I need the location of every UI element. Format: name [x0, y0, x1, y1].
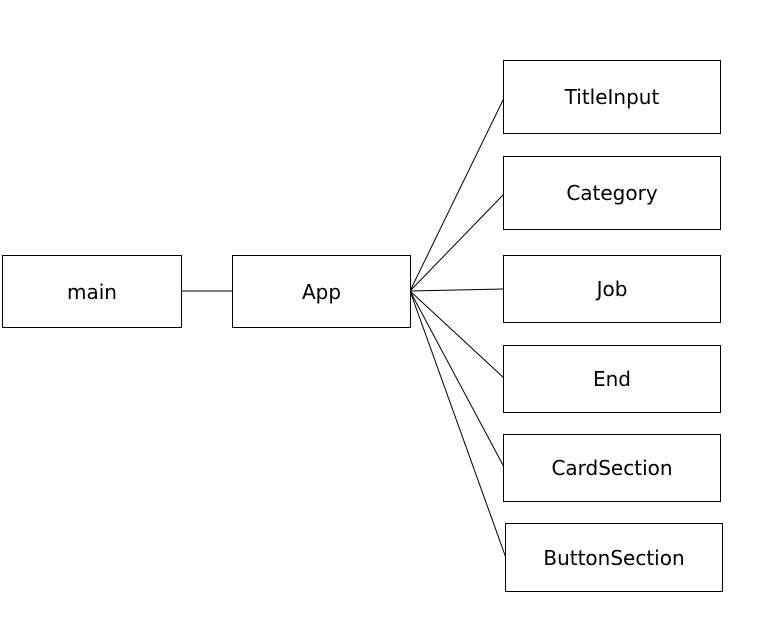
node-cardsection: CardSection: [503, 434, 721, 502]
node-cardsection-label: CardSection: [551, 456, 673, 480]
edge-app-cardsection: [409, 290, 505, 468]
edge-app-job: [409, 288, 505, 292]
node-category-label: Category: [566, 181, 658, 205]
node-job: Job: [503, 255, 721, 323]
node-job-label: Job: [596, 277, 628, 301]
node-buttonsection-label: ButtonSection: [543, 545, 685, 570]
node-app-label: App: [301, 279, 342, 304]
edge-app-category: [409, 193, 505, 292]
node-buttonsection: ButtonSection: [505, 523, 723, 592]
node-titleinput-label: TitleInput: [564, 85, 660, 109]
edge-app-titleinput: [409, 97, 505, 292]
node-app: App: [232, 255, 411, 328]
node-main-label: main: [67, 279, 117, 304]
node-main: main: [2, 255, 182, 328]
edge-app-buttonsection: [409, 290, 507, 559]
edge-app-end: [409, 290, 505, 379]
node-end: End: [503, 345, 721, 413]
node-titleinput: TitleInput: [503, 60, 721, 134]
node-end-label: End: [592, 367, 631, 391]
node-category: Category: [503, 156, 721, 230]
